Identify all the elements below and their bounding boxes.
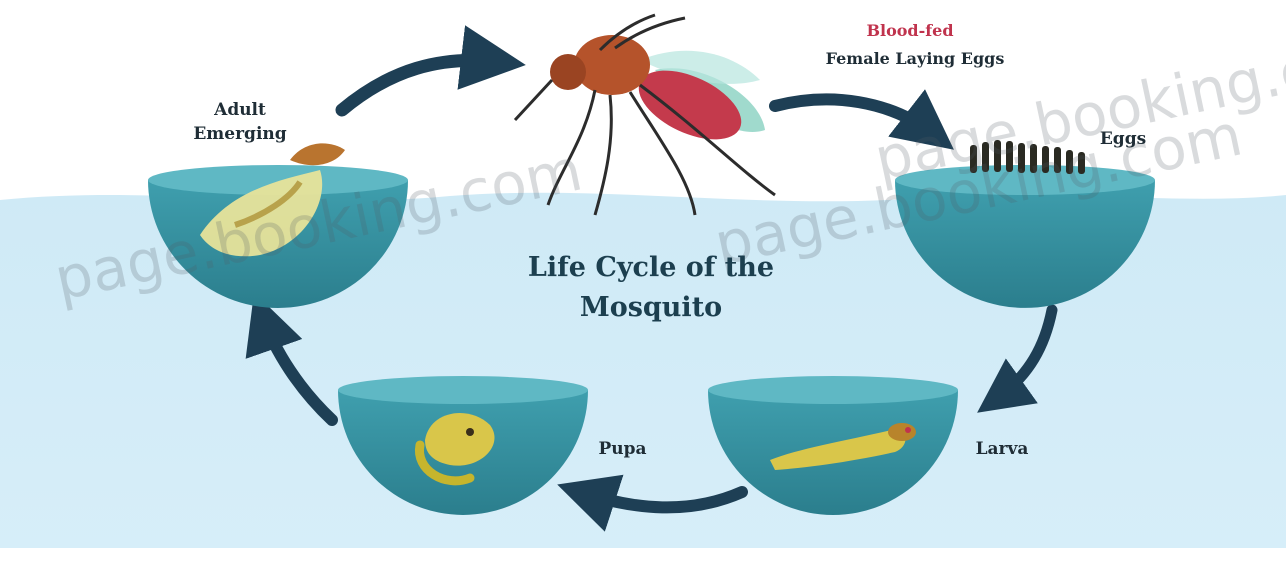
label-female-laying-eggs: Female Laying Eggs — [790, 48, 1040, 70]
label-blood-fed: Blood-fed — [830, 20, 990, 42]
label-eggs: Eggs — [1088, 128, 1158, 150]
diagram-title: Life Cycle of the Mosquito — [486, 248, 816, 328]
label-larva: Larva — [962, 438, 1042, 460]
label-pupa: Pupa — [585, 438, 660, 460]
bottom-border — [0, 548, 1286, 573]
label-adult-emerging: Adult Emerging — [180, 98, 300, 146]
